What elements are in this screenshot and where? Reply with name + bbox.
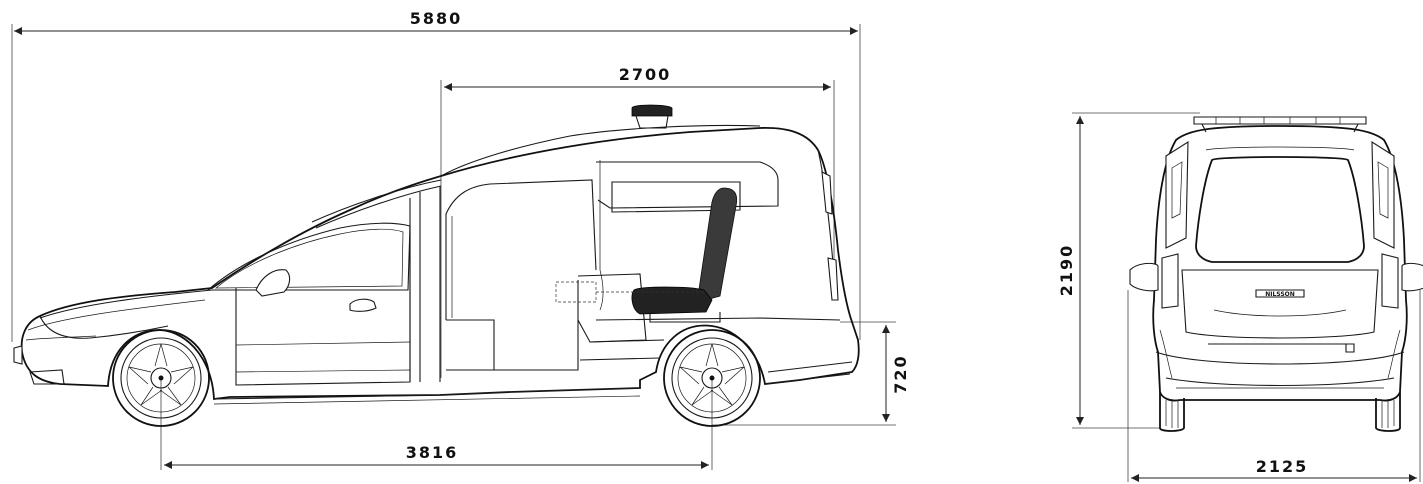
overall-width-dimension: 2125 — [1127, 290, 1421, 482]
vehicle-body-rear: NILSSON — [1129, 116, 1423, 432]
overall-height-dimension: 2190 — [1057, 112, 1200, 429]
rear-badge: NILSSON — [1265, 291, 1295, 298]
wheelbase-dimension: 3816 — [160, 378, 713, 470]
interior-length-label: 2700 — [619, 65, 672, 84]
rear-wheel — [663, 329, 761, 427]
front-wheel — [112, 329, 210, 427]
overall-height-label: 2190 — [1057, 244, 1076, 297]
floor-height-label: 720 — [891, 354, 910, 393]
side-view: 5880 2700 3816 720 — [11, 9, 910, 470]
interior-length-dimension: 2700 — [440, 65, 835, 378]
wheelbase-label: 3816 — [406, 443, 459, 462]
overall-length-label: 5880 — [410, 9, 463, 28]
overall-width-label: 2125 — [1256, 457, 1309, 476]
vehicle-body-side — [13, 104, 860, 405]
rear-view: 2190 2125 NILSSON — [1057, 112, 1423, 482]
floor-height-dimension: 720 — [712, 321, 910, 426]
overall-length-dimension: 5880 — [11, 9, 861, 342]
